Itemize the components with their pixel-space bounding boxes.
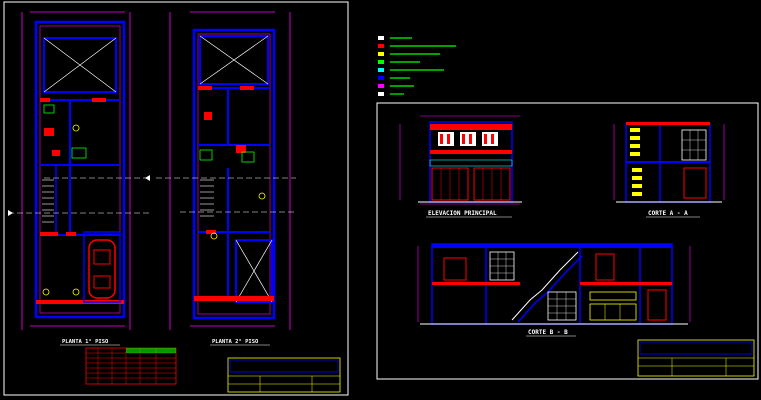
title-block-left: [227, 357, 341, 393]
elevation-title: ELEVACION PRINCIPAL: [428, 210, 497, 217]
floor1-title: PLANTA 1° PISO: [62, 339, 109, 345]
section-aa-drawing: [613, 122, 725, 203]
section-bb-title: CORTE B - B: [528, 329, 568, 336]
title-block-right: [637, 339, 755, 377]
floor2-title: PLANTA 2° PISO: [212, 339, 259, 345]
layer-legend: [378, 36, 456, 96]
section-aa-title: CORTE A - A: [648, 210, 688, 217]
door-window-schedule-table: [85, 347, 177, 385]
floor1-plan: [8, 11, 150, 330]
sheet-frame-left: [3, 1, 349, 396]
section-bb-drawing: [417, 243, 691, 325]
floor2-plan: [156, 11, 296, 330]
sheet-frame-right: [376, 102, 759, 380]
elevation-drawing: [399, 115, 522, 205]
